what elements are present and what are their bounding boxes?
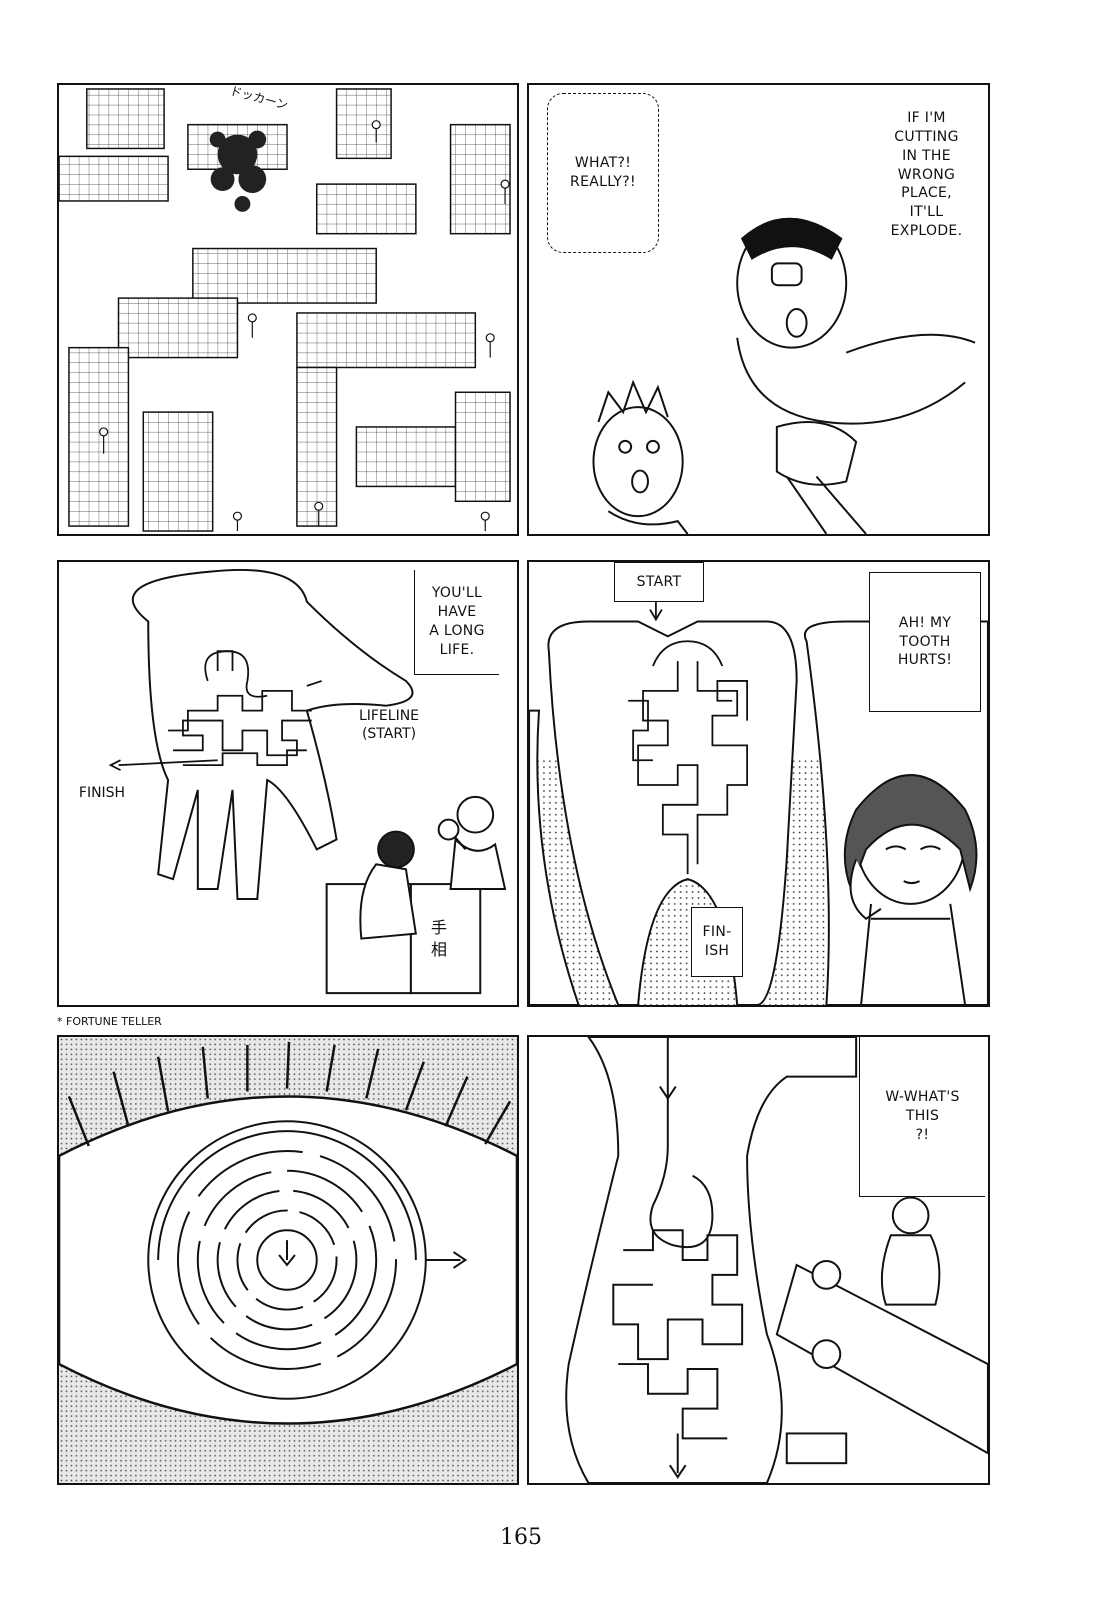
bomb-scene-illustration: [592, 217, 976, 534]
finish-label-box: FIN- ISH: [691, 907, 743, 977]
page-number: 165: [500, 1525, 542, 1550]
lifeline-start-label: LIFELINE (START): [358, 708, 420, 743]
body-maze-illustration: [565, 1037, 988, 1483]
palm-reading-sign: 手 相: [430, 918, 447, 960]
start-label-box: START: [614, 562, 704, 602]
panel-body-maze: W-WHAT'S THIS ?!: [527, 1035, 990, 1485]
maze-aerial-illustration: [59, 88, 511, 532]
panel-tooth-maze: START AH! MY TOOTH HURTS! FIN- ISH: [527, 560, 990, 1007]
speech-bubble-tooth-hurts: AH! MY TOOTH HURTS!: [869, 572, 981, 712]
panel-palm-maze: YOU'LL HAVE A LONG LIFE. LIFELINE (START…: [57, 560, 519, 1007]
speech-bubble-explode: IF I'M CUTTING IN THE WRONG PLACE, IT'LL…: [890, 109, 963, 240]
speech-bubble-whats-this: W-WHAT'S THIS ?!: [859, 1037, 985, 1197]
panel-bomb-scene: WHAT?! REALLY?! IF I'M CUTTING IN THE WR…: [527, 83, 990, 536]
panel-maze-aerial: ドッカーン: [57, 83, 519, 536]
palm-maze-illustration: [108, 568, 507, 995]
panel-eye-maze: [57, 1035, 519, 1485]
speech-bubble-what-really: WHAT?! REALLY?!: [547, 93, 659, 253]
eye-maze-illustration: [59, 1037, 517, 1483]
speech-bubble-long-life: YOU'LL HAVE A LONG LIFE.: [414, 570, 499, 675]
finish-label: FINISH: [78, 785, 126, 801]
footnote-fortune-teller: * FORTUNE TELLER: [57, 1015, 162, 1028]
